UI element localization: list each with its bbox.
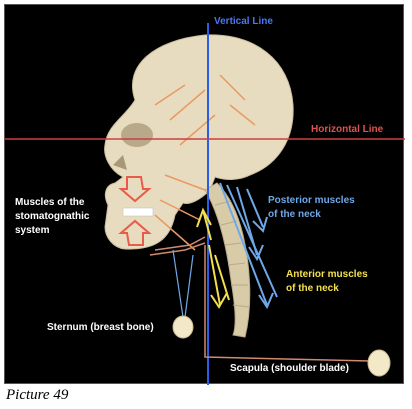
stomatognathic-label-line1: Muscles of the bbox=[15, 197, 85, 208]
vertical-line-label: Vertical Line bbox=[214, 16, 273, 27]
sternum-label: Sternum (breast bone) bbox=[47, 322, 154, 333]
figure-caption: Picture 49 bbox=[6, 387, 69, 403]
sternum-cord bbox=[172, 249, 184, 318]
horizontal-line-label: Horizontal Line bbox=[311, 124, 384, 135]
posterior-label-line2: of the neck bbox=[268, 209, 321, 220]
sternum-bone bbox=[172, 315, 194, 339]
anterior-label-line2: of the neck bbox=[286, 283, 339, 294]
stomatognathic-label-line3: system bbox=[15, 225, 50, 236]
cervical-spine bbox=[204, 182, 251, 338]
stomatognathic-label-line2: stomatognathic bbox=[15, 211, 90, 222]
anterior-muscle-arrows bbox=[196, 207, 230, 309]
posterior-label-line1: Posterior muscles bbox=[268, 195, 355, 206]
vertebrae bbox=[214, 200, 250, 308]
sternum-cord-2 bbox=[184, 254, 194, 318]
anterior-label-line1: Anterior muscles bbox=[286, 269, 368, 280]
skull-neck-illustration bbox=[5, 23, 405, 385]
eye-socket bbox=[121, 123, 153, 147]
anatomy-diagram: Vertical Line Horizontal Line Muscles of… bbox=[4, 4, 405, 385]
skull-shape bbox=[104, 34, 294, 250]
connector-cords bbox=[149, 236, 371, 362]
teeth bbox=[122, 207, 154, 217]
scapula-bone bbox=[367, 349, 391, 377]
skull-muscle-lines bbox=[154, 74, 256, 251]
scapula-label: Scapula (shoulder blade) bbox=[230, 363, 349, 374]
nose-cavity bbox=[113, 155, 127, 170]
posterior-muscle-arrows bbox=[219, 182, 278, 310]
stomatognathic-arrows bbox=[118, 176, 152, 246]
